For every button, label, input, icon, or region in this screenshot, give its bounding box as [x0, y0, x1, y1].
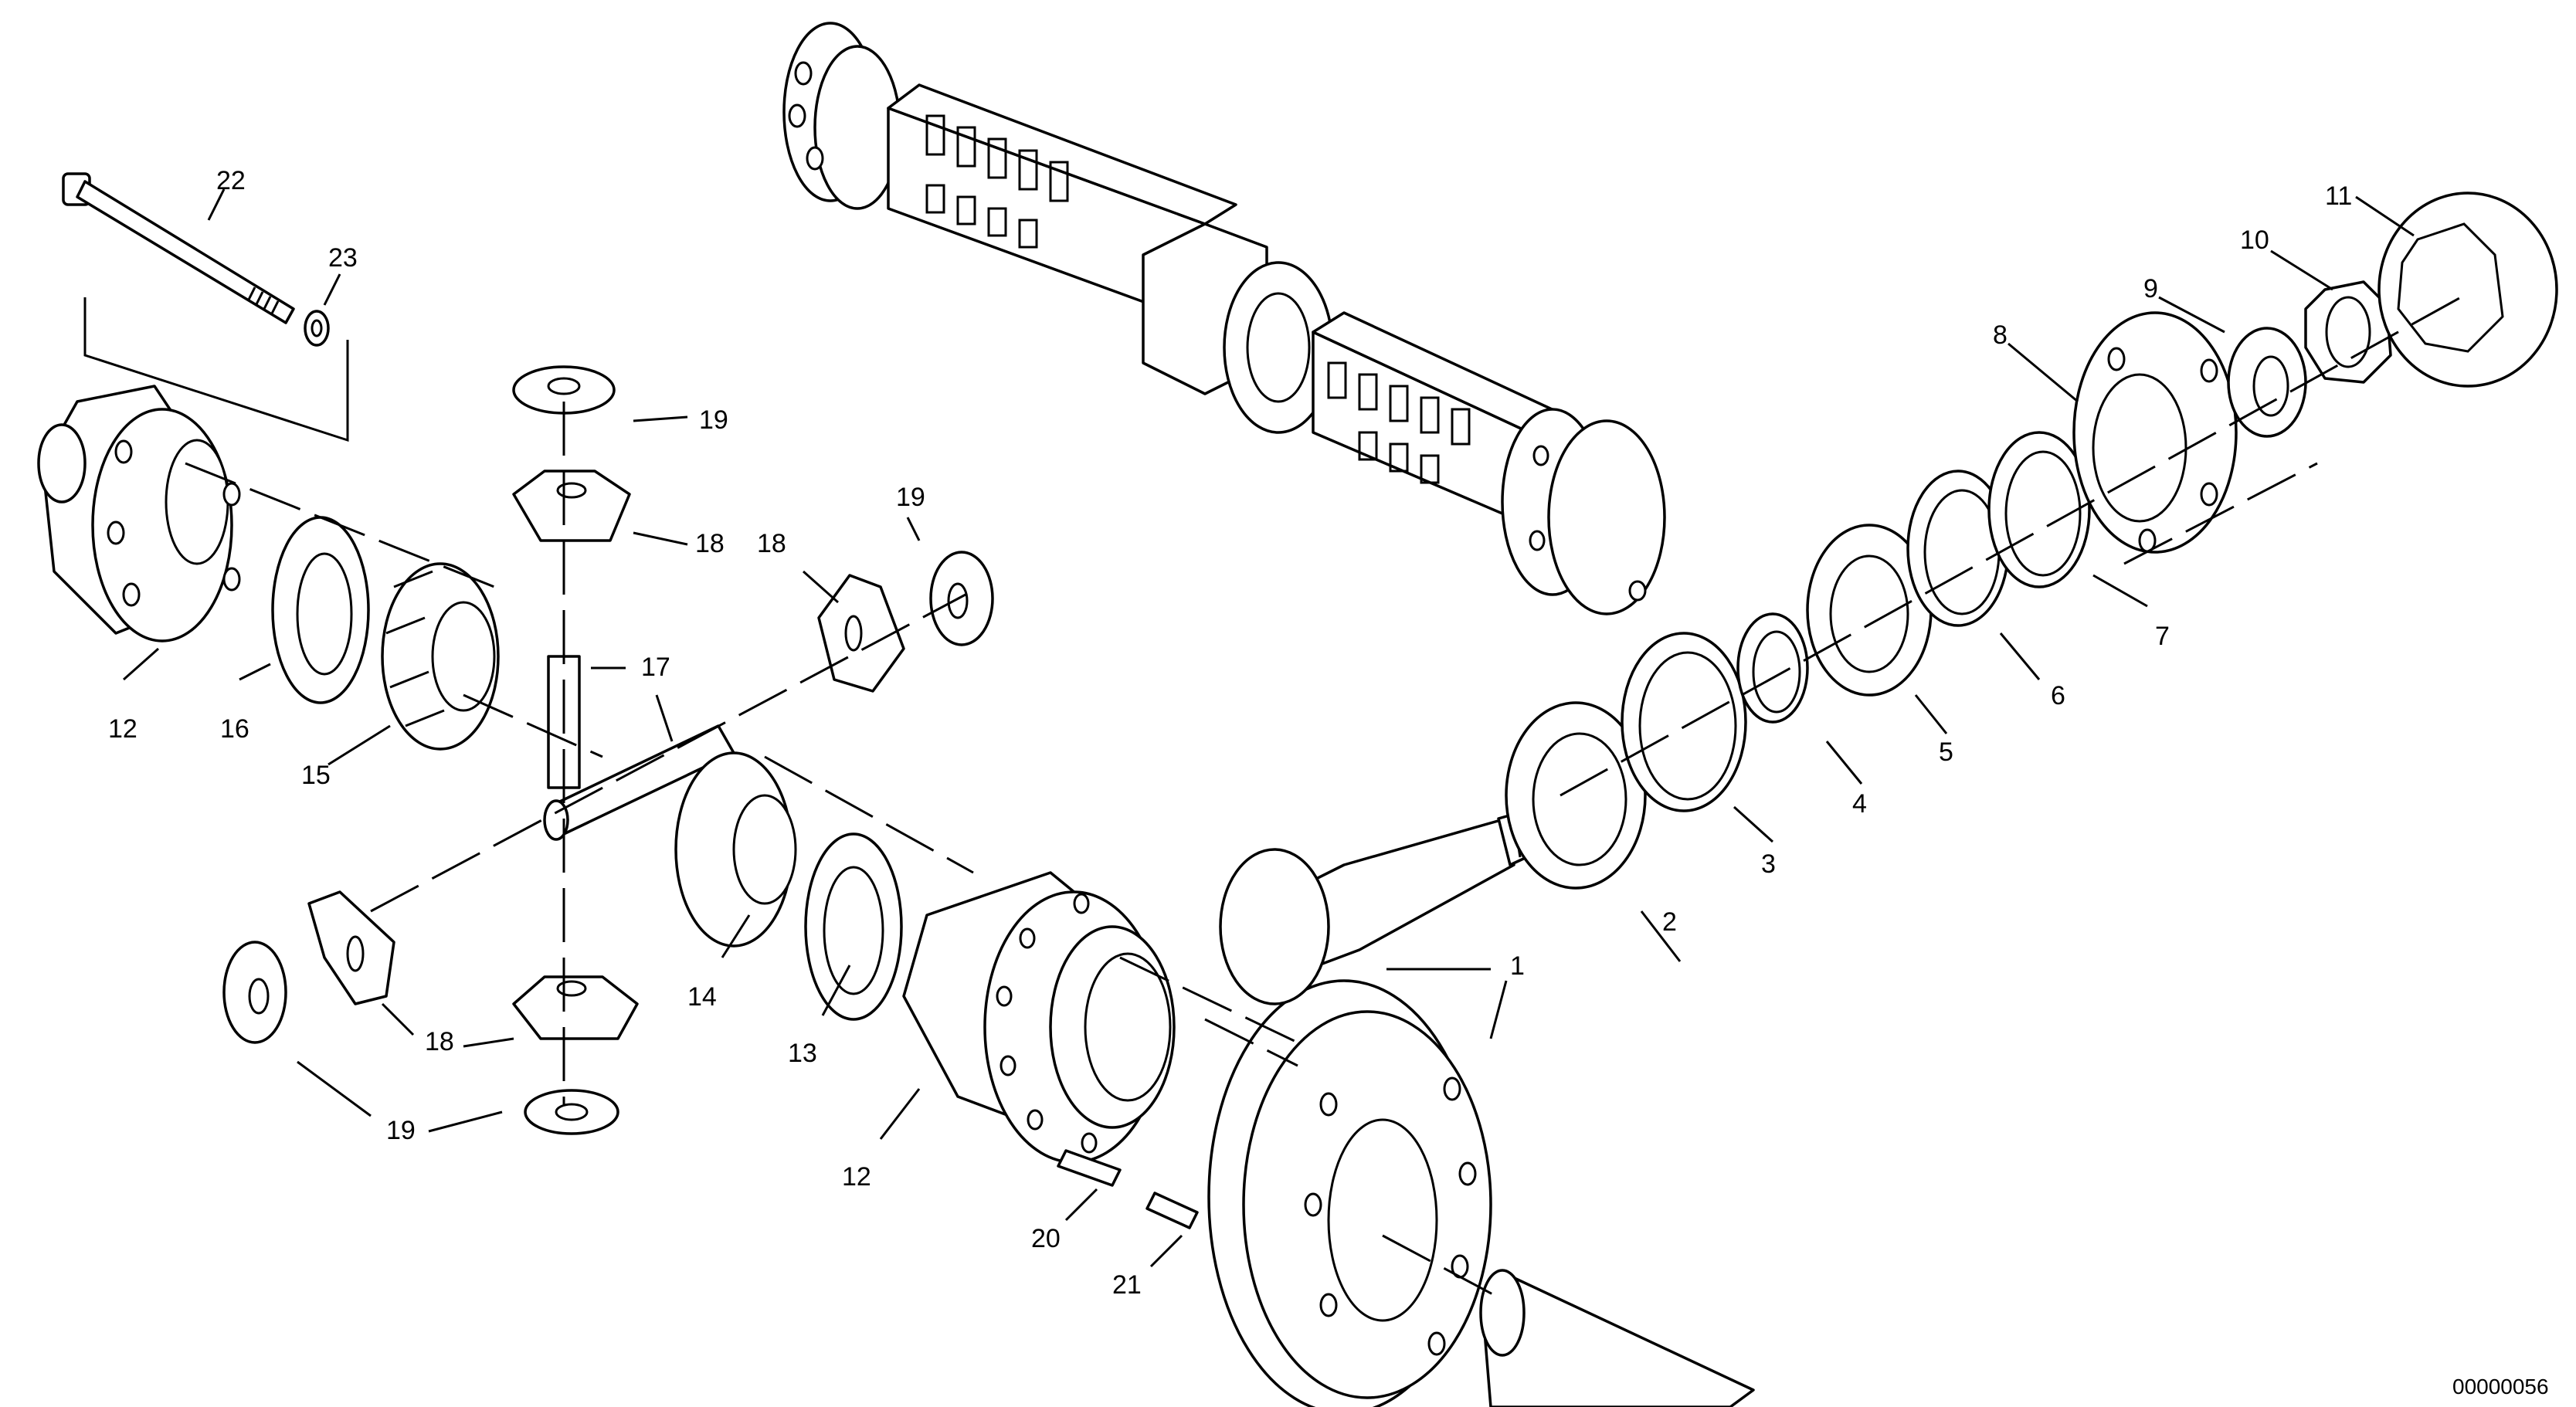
callout-18-left: 18	[425, 1027, 454, 1056]
callout-14: 14	[687, 982, 717, 1012]
callout-4: 4	[1852, 789, 1867, 819]
callout-13: 13	[788, 1039, 817, 1068]
pin-21	[1145, 1192, 1199, 1229]
leader-lines	[123, 188, 2415, 1268]
spacer-4	[1736, 612, 1809, 724]
thrust-washer-19-left	[222, 941, 287, 1044]
callout-2: 2	[1662, 907, 1677, 937]
callout-18-right: 18	[757, 529, 786, 558]
assembly-axis-lines	[185, 292, 2469, 1299]
flange-8	[2072, 311, 2238, 554]
differential-case-half-right	[902, 871, 1176, 1164]
callout-3: 3	[1761, 849, 1776, 879]
callout-8: 8	[1993, 320, 2008, 350]
callout-18-top: 18	[695, 529, 725, 558]
callout-7: 7	[2155, 622, 2170, 651]
cap-11	[2377, 192, 2558, 388]
callout-12-left: 12	[108, 714, 137, 744]
differential-case-half-left	[37, 385, 241, 642]
pinion-gear-18-left	[307, 890, 395, 1005]
drive-pinion-shaft	[1219, 802, 1562, 1005]
pin-20	[1057, 1149, 1122, 1187]
pinion-gear-18-top	[512, 470, 631, 542]
callout-23: 23	[328, 243, 358, 273]
callout-22: 22	[216, 166, 246, 195]
callout-12-right: 12	[842, 1162, 871, 1192]
callout-9: 9	[2143, 274, 2158, 303]
shim-3	[1621, 632, 1747, 812]
callout-21: 21	[1112, 1270, 1142, 1300]
side-gear-15	[381, 562, 500, 751]
thrust-washer-19-right	[929, 551, 994, 646]
seal-7	[1987, 431, 2091, 588]
callout-19-bottom: 19	[386, 1116, 416, 1145]
pinion-gear-18-bottom	[512, 975, 639, 1040]
callout-15: 15	[301, 761, 331, 790]
callout-16: 16	[220, 714, 249, 744]
callout-6: 6	[2051, 681, 2065, 710]
ring-gear-1	[1207, 979, 1492, 1407]
thrust-washer-16	[271, 516, 370, 704]
thrust-washer-13	[804, 832, 903, 1021]
callout-labels: 1 2 3 4 5 6 7 8 9 10 11 12 12 13 14 15 1…	[108, 166, 2352, 1300]
washer-23	[304, 310, 330, 347]
output-shaft	[1479, 1269, 1755, 1407]
side-gear-14	[674, 751, 797, 948]
washer-9	[2227, 327, 2307, 438]
callout-20: 20	[1031, 1224, 1061, 1253]
axle-assembly-illustration	[782, 22, 1666, 615]
callout-11: 11	[2325, 181, 2352, 211]
callout-5: 5	[1939, 737, 1953, 767]
callout-1: 1	[1510, 951, 1525, 981]
callout-10: 10	[2240, 225, 2269, 255]
nut-10	[2304, 280, 2392, 384]
callout-19-top: 19	[699, 405, 728, 435]
bearing-2	[1505, 701, 1647, 890]
thrust-washer-19-bottom	[524, 1089, 619, 1135]
document-number: 00000056	[2452, 1375, 2549, 1399]
bolt-22	[62, 172, 295, 324]
callout-19-right: 19	[896, 483, 925, 512]
shim-6	[1906, 470, 2010, 627]
callout-17: 17	[641, 653, 670, 682]
